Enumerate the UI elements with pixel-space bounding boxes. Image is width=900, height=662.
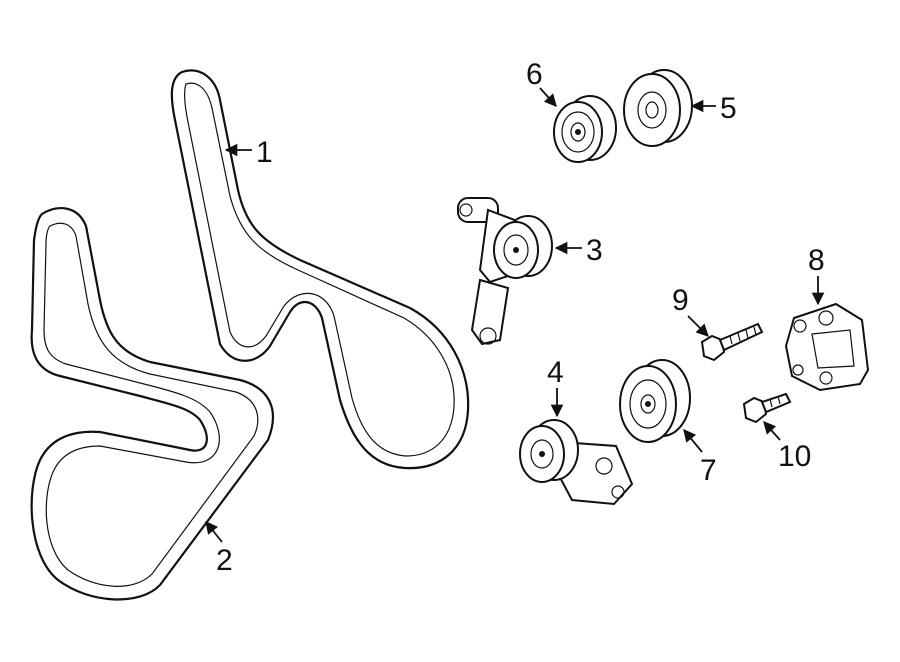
callout-3: 3 bbox=[586, 234, 603, 267]
callout-9: 9 bbox=[672, 284, 689, 317]
bolt-9 bbox=[700, 322, 764, 362]
leader-9 bbox=[687, 315, 709, 337]
callout-6: 6 bbox=[526, 58, 543, 91]
leader-10 bbox=[763, 421, 781, 441]
leader-6 bbox=[539, 87, 557, 107]
callout-7: 7 bbox=[700, 454, 717, 487]
belt-tensioner-3 bbox=[457, 197, 553, 346]
tensioner-bracket-8 bbox=[784, 302, 870, 392]
callout-10: 10 bbox=[778, 440, 811, 473]
serpentine-belt-1 bbox=[170, 69, 470, 470]
callout-5: 5 bbox=[720, 92, 737, 125]
serpentine-belt-2 bbox=[30, 207, 275, 601]
callout-4: 4 bbox=[547, 356, 564, 389]
idler-pulley-6 bbox=[553, 95, 617, 163]
callout-8: 8 bbox=[808, 244, 825, 277]
idler-pulley-5 bbox=[623, 69, 693, 147]
leader-2 bbox=[205, 521, 223, 543]
idler-pulley-7 bbox=[619, 359, 691, 443]
leader-7 bbox=[683, 429, 703, 453]
belt-tensioner-4 bbox=[519, 419, 634, 506]
callout-2: 2 bbox=[216, 544, 233, 577]
callout-1: 1 bbox=[256, 136, 273, 169]
bolt-10 bbox=[742, 392, 792, 424]
